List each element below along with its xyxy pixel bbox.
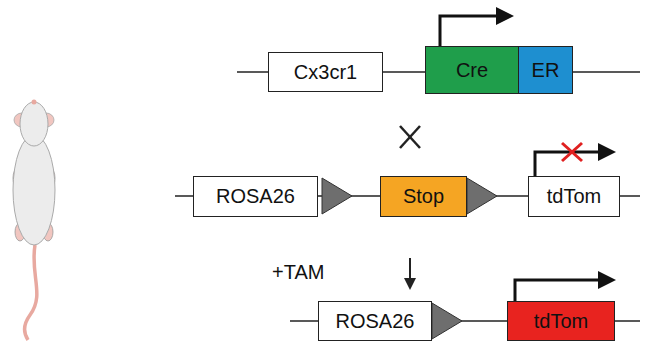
- loxp-triangle: [322, 178, 497, 339]
- node-label: ROSA26: [216, 185, 295, 208]
- cross-symbol: [400, 126, 420, 148]
- stop-box: Stop: [380, 176, 467, 217]
- node-label: tdTom: [547, 185, 601, 208]
- node-label: ER: [532, 59, 560, 82]
- gene-box: Cx3cr1: [268, 52, 383, 92]
- down-arrow: [404, 258, 416, 290]
- treatment-label: +TAM: [272, 261, 324, 284]
- er-box: ER: [518, 46, 573, 94]
- promoter-arrow: [440, 16, 600, 302]
- node-label: Cre: [456, 59, 488, 82]
- cre-box: Cre: [425, 46, 519, 94]
- reporter-box: tdTom: [507, 301, 615, 341]
- node-label: ROSA26: [336, 310, 415, 333]
- locus-box: ROSA26: [318, 301, 432, 341]
- dna-line: [175, 72, 640, 321]
- node-label: tdTom: [534, 310, 588, 333]
- reporter-box: tdTom: [528, 176, 620, 217]
- node-label: Stop: [403, 185, 444, 208]
- locus-box: ROSA26: [193, 176, 318, 217]
- block-cross: [562, 143, 582, 161]
- node-label: Cx3cr1: [294, 61, 357, 84]
- mouse-illustration: [13, 100, 55, 341]
